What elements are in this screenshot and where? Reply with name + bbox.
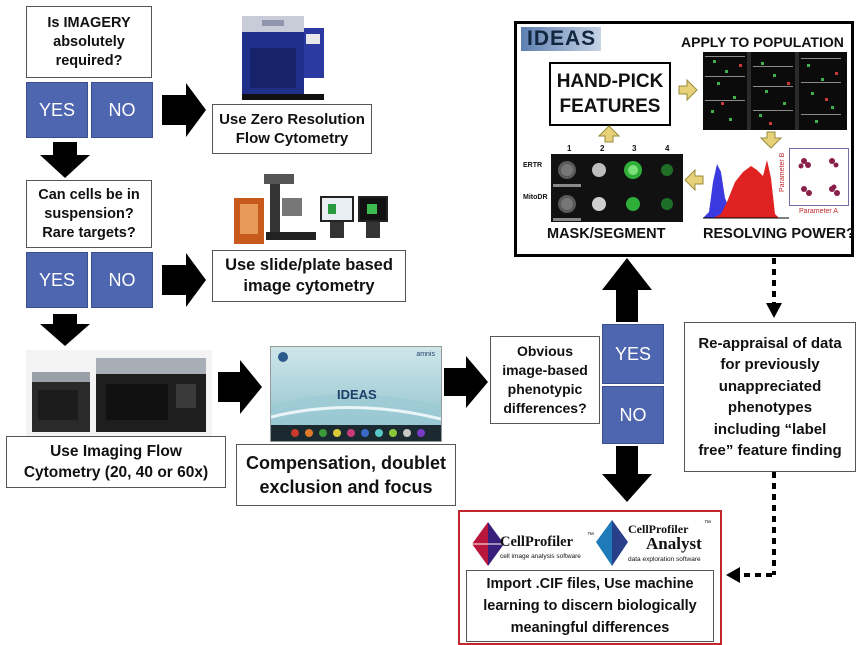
- cellprofiler-text-box: Import .CIF files, Use machine learning …: [466, 570, 714, 642]
- arrow-right-2: [162, 253, 206, 307]
- mask-segment-image: 1 2 3 4 ERTR MitoDR: [523, 144, 683, 222]
- dotted-arrowhead-2: [726, 567, 740, 583]
- ideas-workflow-panel: IDEAS APPLY TO POPULATION HAND-PICK FEAT…: [514, 21, 855, 257]
- population-image-grid: [703, 52, 847, 130]
- reappraisal-line-4: phenotypes: [727, 399, 813, 416]
- q2-line-2: suspension?: [44, 205, 134, 222]
- phenotype-line-2: image-based: [502, 362, 588, 378]
- parameter-scatter: [789, 148, 849, 206]
- q1-line-3: required?: [55, 52, 123, 69]
- channel-2: 2: [600, 144, 605, 153]
- cellprofiler-logo-text: CellProfiler: [500, 534, 574, 550]
- compensation-line-2: exclusion and focus: [259, 477, 433, 497]
- channel-4: 4: [665, 144, 670, 153]
- arrow-right-4: [444, 356, 488, 408]
- phenotype-no-button[interactable]: NO: [602, 386, 664, 444]
- analyst-logo-main: Analyst: [646, 534, 702, 553]
- row-label-mitodr: MitoDR: [523, 194, 548, 201]
- use-zero-resolution-box: Use Zero Resolution Flow Cytometry: [212, 104, 372, 154]
- q2-yes-button[interactable]: YES: [26, 252, 88, 308]
- q2-line-3: Rare targets?: [42, 224, 136, 241]
- arrow-right-3: [218, 360, 262, 414]
- imaging-flow-line-1: Use Imaging Flow: [50, 443, 182, 460]
- yellow-arrow-up: [597, 125, 621, 143]
- hand-pick-line-1: HAND-PICK: [556, 71, 664, 92]
- imaging-flow-line-2: Cytometry (20, 40 or 60x): [23, 464, 209, 481]
- arrow-down-1: [40, 142, 90, 178]
- zero-res-line-2: Flow Cytometry: [235, 130, 349, 147]
- ideas-screen-title: IDEAS: [337, 387, 377, 402]
- q1-line-1: Is IMAGERY: [47, 14, 131, 31]
- slide-plate-line-2: image cytometry: [243, 277, 375, 295]
- ideas-screen-brand: amnis: [416, 351, 435, 358]
- analyst-logo-top: CellProfiler: [628, 522, 689, 536]
- cellprofiler-box: CellProfiler ™ cell image analysis softw…: [458, 510, 722, 645]
- ideas-logo: IDEAS: [521, 27, 601, 51]
- yellow-arrows: [597, 78, 783, 192]
- compensation-box: Compensation, doublet exclusion and focu…: [236, 444, 456, 506]
- mask-segment-label: MASK/SEGMENT: [547, 226, 666, 242]
- use-imaging-flow-box: Use Imaging Flow Cytometry (20, 40 or 60…: [6, 436, 226, 488]
- q2-no-button[interactable]: NO: [91, 252, 153, 308]
- phenotype-line-3: phenotypic: [507, 381, 583, 397]
- reappraisal-line-5: including “label: [713, 420, 827, 438]
- hand-pick-line-2: FEATURES: [559, 96, 661, 117]
- reappraisal-line-3: unappreciated: [718, 377, 822, 395]
- question-phenotypic-differences: Obvious image-based phenotypic differenc…: [490, 336, 600, 424]
- q2-line-1: Can cells be in: [38, 186, 140, 203]
- arrow-down-2: [40, 314, 90, 346]
- q1-no-button[interactable]: NO: [91, 82, 153, 138]
- question-imagery-required: Is IMAGERY absolutely required?: [26, 6, 152, 78]
- phenotype-yes-button[interactable]: YES: [602, 324, 664, 384]
- yellow-arrow-right: [678, 78, 698, 102]
- cellprofiler-line-3: meaningful differences: [510, 620, 670, 636]
- slide-plate-line-1: Use slide/plate based: [225, 256, 393, 274]
- yellow-arrow-down: [759, 131, 783, 149]
- cellprofiler-logo-sub: cell image analysis software: [500, 553, 581, 560]
- parameter-a-label: Parameter A: [799, 208, 838, 215]
- channel-1: 1: [567, 144, 572, 153]
- cellprofiler-logo-icon: [472, 522, 504, 566]
- arrow-up-yes: [602, 258, 652, 322]
- apply-to-population-label: APPLY TO POPULATION: [681, 34, 844, 50]
- cellprofiler-line-2: learning to discern biologically: [483, 598, 697, 614]
- reappraisal-box: Re-appraisal of data for previously unap…: [684, 322, 856, 472]
- parameter-b-label: Parameter B: [779, 152, 786, 192]
- phenotype-line-1: Obvious: [516, 343, 573, 359]
- question-suspension: Can cells be in suspension? Rare targets…: [26, 180, 152, 248]
- zero-res-line-1: Use Zero Resolution: [219, 111, 365, 128]
- analyst-logo-sub: data exploration software: [628, 556, 701, 563]
- hand-pick-features-box: HAND-PICK FEATURES: [549, 62, 671, 126]
- compensation-line-1: Compensation, doublet: [246, 453, 446, 473]
- microscope-image: [230, 168, 390, 248]
- imaging-flow-cytometer-image: [26, 350, 212, 440]
- ideas-software-screen: IDEAS amnis: [270, 346, 442, 442]
- reappraisal-line-2: for previously: [720, 356, 820, 373]
- resolving-power-label: RESOLVING POWER?: [703, 226, 855, 242]
- cellprofiler-logo-tm: ™: [587, 532, 594, 539]
- cellprofiler-line-1: Import .CIF files, Use machine: [486, 576, 694, 592]
- arrow-right-1: [162, 83, 206, 137]
- resolving-histogram: [703, 152, 789, 220]
- q1-line-2: absolutely: [53, 33, 125, 50]
- analyst-logo-tm: ™: [704, 520, 711, 527]
- channel-3: 3: [632, 144, 637, 153]
- cellprofiler-analyst-logo-icon: [596, 520, 628, 566]
- q1-yes-button[interactable]: YES: [26, 82, 88, 138]
- phenotype-line-4: differences?: [503, 400, 587, 416]
- reappraisal-line-6: free” feature finding: [698, 442, 842, 459]
- yellow-arrow-left: [684, 168, 704, 192]
- flow-cytometer-image: [232, 8, 332, 104]
- arrow-down-no: [602, 446, 652, 502]
- reappraisal-line-1: Re-appraisal of data: [698, 334, 842, 352]
- dotted-arrowhead-1: [766, 303, 782, 318]
- use-slide-plate-box: Use slide/plate based image cytometry: [212, 250, 406, 302]
- ideas-logo-text: IDEAS: [527, 27, 597, 50]
- row-label-ertr: ERTR: [523, 162, 543, 169]
